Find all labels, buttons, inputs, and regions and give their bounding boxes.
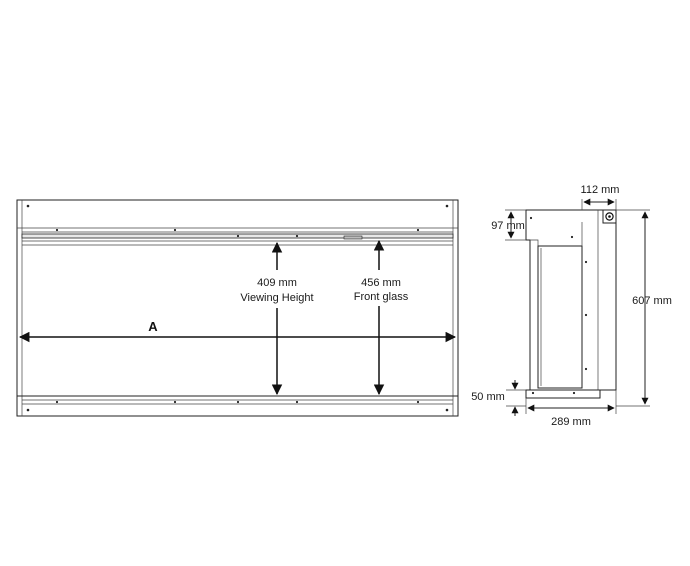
viewing-height-value: 409 mm [257,277,297,289]
front-glass-caption: Front glass [354,291,409,303]
side-screws [529,216,588,395]
overall-height-label: 607 mm [632,295,672,307]
front-outer-frame [16,199,459,417]
bottom-offset-label: 50 mm [471,391,505,403]
front-top-vent [343,235,363,240]
side-fitting-knob-center [608,215,611,218]
side-firebox-panel [537,245,583,389]
viewing-height-caption: Viewing Height [240,292,313,304]
front-bottom-screws [26,400,449,412]
width-label: A [148,319,158,334]
overall-depth-label: 289 mm [551,416,591,428]
side-body-outline [525,209,617,399]
top-depth-label: 112 mm [581,184,620,196]
front-view: A 409 mm Viewing Height 456 mm Front gla… [16,199,459,417]
top-drop-label: 97 mm [491,220,525,232]
front-glass-value: 456 mm [361,277,401,289]
side-view: 112 mm 97 mm 607 mm 50 mm 289 mm [471,184,672,428]
side-top-step-inner [530,239,582,247]
front-top-screws [26,204,449,238]
